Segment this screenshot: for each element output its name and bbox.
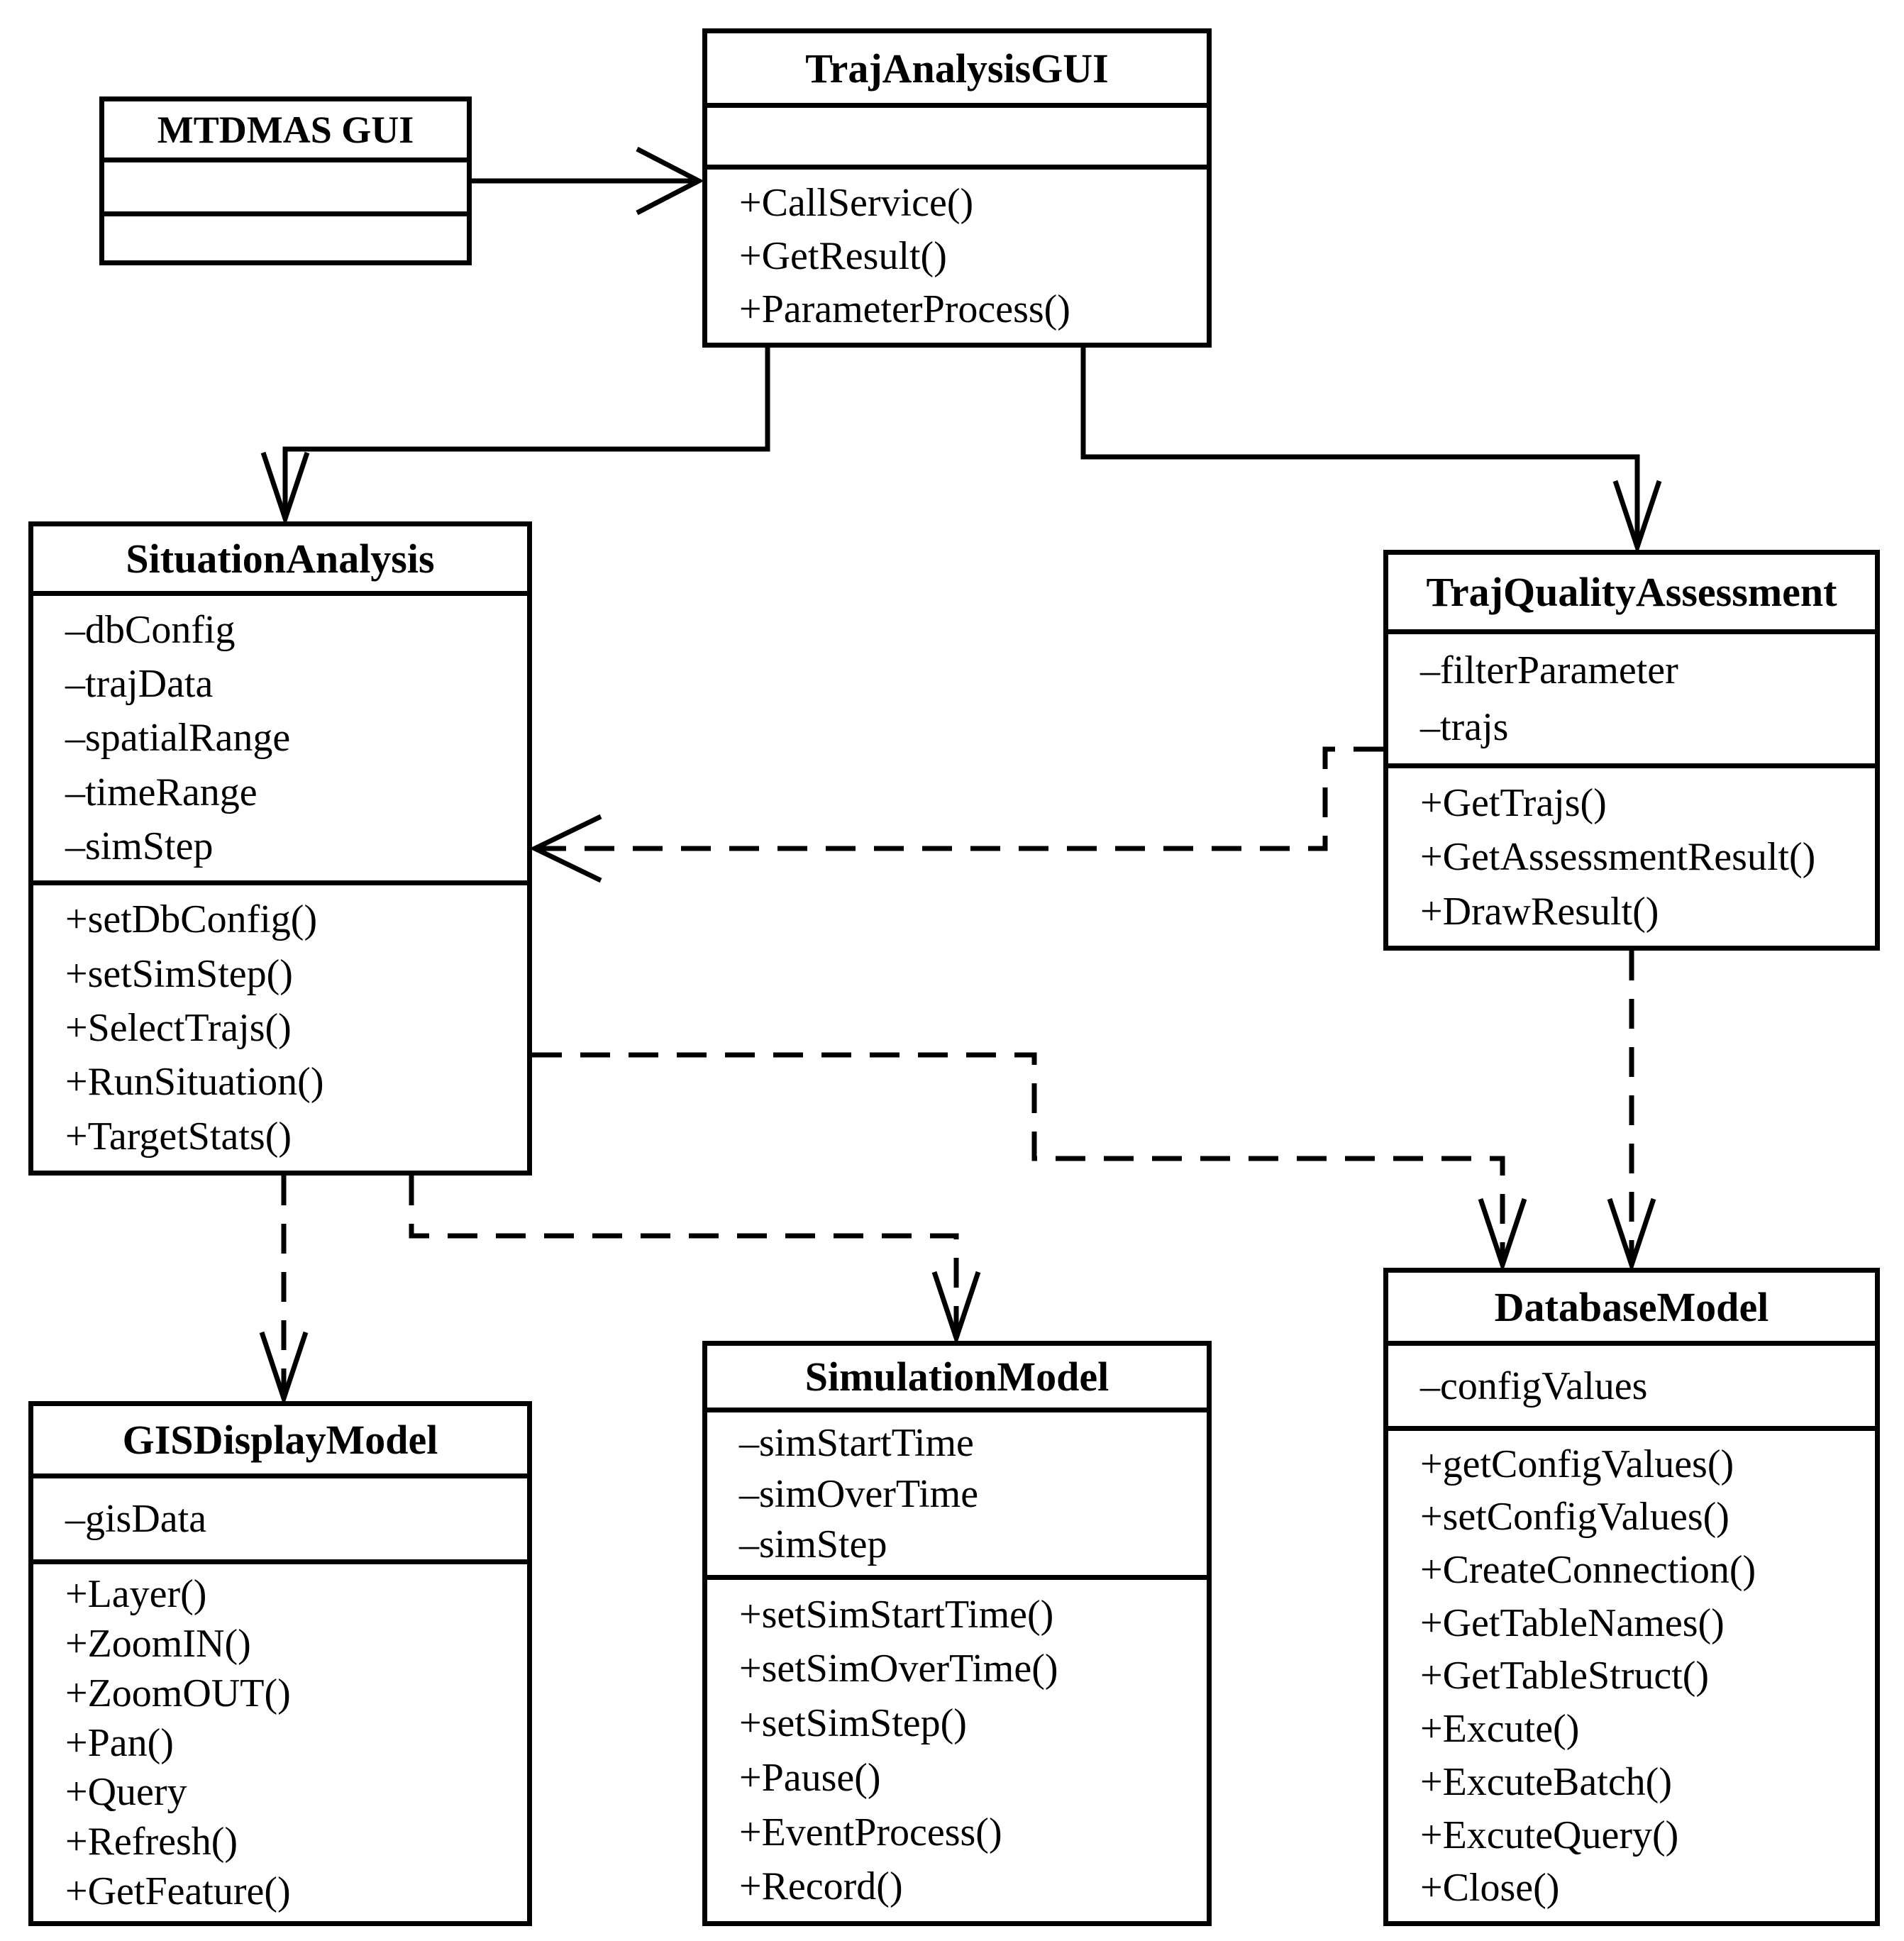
arrow-mtdmasgui-to-trajanalysisgui (472, 146, 704, 216)
member-row: –trajs (1420, 704, 1509, 749)
member-row: –simStep (65, 824, 214, 868)
member-row: +Close() (1420, 1866, 1560, 1910)
class-title-trajqualityassessment: TrajQualityAssessment (1426, 569, 1837, 615)
member-row: –dbConfig (65, 608, 236, 653)
member-row: +RunSituation() (65, 1060, 324, 1105)
member-row: +SelectTrajs() (65, 1005, 292, 1050)
methods-databasemodel: +getConfigValues() +setConfigValues() +Cre… (1388, 1426, 1875, 1921)
member-row: +Pan() (65, 1720, 174, 1765)
member-row: +GetResult() (739, 234, 947, 278)
member-row: –filterParameter (1420, 648, 1678, 693)
class-trajqualityassessment: TrajQualityAssessment –filterParameter –t… (1383, 550, 1880, 951)
attributes-gisdisplaymodel: –gisData (33, 1473, 527, 1559)
member-row: +Query (65, 1770, 187, 1815)
arrow-trajqualityassessment-to-databasemodel (1607, 951, 1656, 1273)
class-title-gisdisplaymodel: GISDisplayModel (122, 1417, 438, 1463)
member-row: +GetTrajs() (1420, 780, 1607, 825)
member-row: +TargetStats() (65, 1114, 292, 1158)
arrow-trajanalysisgui-to-trajqualityassessment (1080, 348, 1662, 555)
class-mtdmas-gui: MTDMAS GUI (99, 96, 472, 265)
methods-gisdisplaymodel: +Layer() +ZoomIN() +ZoomOUT() +Pan() +Query +… (33, 1559, 527, 1921)
arrow-situationanalysis-to-gisdisplaymodel (259, 1176, 309, 1407)
class-situationanalysis: SituationAnalysis –dbConfig –trajData –spa… (28, 521, 532, 1176)
member-row: –gisData (65, 1497, 207, 1541)
member-row: +GetFeature() (65, 1869, 291, 1914)
attributes-trajanalysisgui (707, 103, 1207, 165)
methods-mtdmas-gui (104, 211, 467, 260)
member-row: +setDbConfig() (65, 897, 318, 942)
attributes-situationanalysis: –dbConfig –trajData –spatialRange –timeRang… (33, 591, 527, 880)
member-row: +setConfigValues() (1420, 1495, 1729, 1539)
arrow-trajanalysisgui-to-situationanalysis (260, 348, 770, 527)
methods-trajqualityassessment: +GetTrajs() +GetAssessmentResult() +DrawRe… (1388, 763, 1875, 946)
member-row: +Refresh() (65, 1820, 238, 1864)
member-row: +setSimOverTime() (739, 1647, 1058, 1691)
attributes-trajqualityassessment: –filterParameter –trajs (1388, 629, 1875, 763)
member-row: +CallService() (739, 181, 974, 225)
member-row: +setSimStep() (739, 1701, 967, 1746)
member-row: +GetTableStruct() (1420, 1654, 1710, 1698)
methods-trajanalysisgui: +CallService() +GetResult() +ParameterProc… (707, 165, 1207, 343)
attributes-simulationmodel: –simStartTime –simOverTime –simStep (707, 1408, 1207, 1575)
member-row: +setSimStep() (65, 951, 293, 996)
arrow-situationanalysis-to-databasemodel (532, 1052, 1527, 1273)
class-title-mtdmas-gui: MTDMAS GUI (157, 108, 414, 151)
methods-simulationmodel: +setSimStartTime() +setSimOverTime() +setS… (707, 1575, 1207, 1921)
member-row: +ZoomIN() (65, 1621, 251, 1666)
member-row: +EventProcess() (739, 1810, 1002, 1854)
member-row: +setSimStartTime() (739, 1592, 1054, 1637)
member-row: +ExcuteBatch() (1420, 1759, 1672, 1804)
class-title-trajanalysisgui: TrajAnalysisGUI (805, 45, 1109, 92)
class-title-simulationmodel: SimulationModel (804, 1354, 1109, 1400)
member-row: –simStartTime (739, 1421, 974, 1466)
member-row: +getConfigValues() (1420, 1442, 1734, 1486)
member-row: +ParameterProcess() (739, 287, 1070, 331)
member-row: +GetTableNames() (1420, 1600, 1725, 1645)
member-row: –configValues (1420, 1364, 1648, 1408)
class-trajanalysisgui: TrajAnalysisGUI +CallService() +GetResult… (702, 28, 1212, 348)
member-row: +Excute() (1420, 1707, 1580, 1752)
member-row: –trajData (65, 662, 214, 707)
member-row: +GetAssessmentResult() (1420, 835, 1816, 879)
member-row: +Pause() (739, 1755, 881, 1800)
attributes-databasemodel: –configValues (1388, 1341, 1875, 1426)
member-row: +Layer() (65, 1571, 207, 1616)
class-gisdisplaymodel: GISDisplayModel –gisData +Layer() +ZoomIN… (28, 1401, 532, 1926)
class-title-situationanalysis: SituationAnalysis (126, 536, 435, 582)
arrow-trajqualityassessment-to-situationanalysis (528, 746, 1383, 883)
arrow-situationanalysis-to-simulationmodel (409, 1176, 981, 1346)
member-row: +ExcuteQuery() (1420, 1813, 1679, 1857)
member-row: +DrawResult() (1420, 889, 1659, 934)
member-row: +ZoomOUT() (65, 1671, 291, 1715)
attributes-mtdmas-gui (104, 157, 467, 211)
member-row: –spatialRange (65, 716, 291, 761)
member-row: –timeRange (65, 770, 258, 814)
member-row: +CreateConnection() (1420, 1548, 1756, 1593)
class-databasemodel: DatabaseModel –configValues +getConfigVa… (1383, 1268, 1880, 1926)
methods-situationanalysis: +setDbConfig() +setSimStep() +SelectTrajs(… (33, 880, 527, 1171)
class-simulationmodel: SimulationModel –simStartTime –simOverTim… (702, 1341, 1212, 1926)
member-row: –simOverTime (739, 1471, 979, 1516)
member-row: +Record() (739, 1864, 903, 1909)
class-title-databasemodel: DatabaseModel (1494, 1283, 1769, 1330)
member-row: –simStep (739, 1522, 887, 1566)
